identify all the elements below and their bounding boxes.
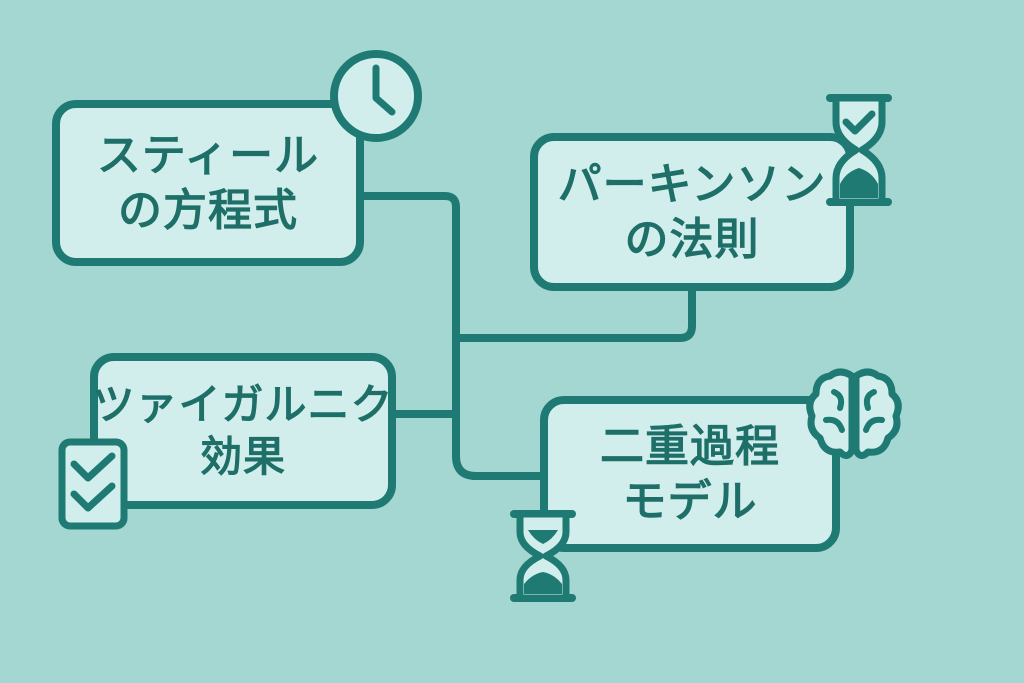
connector-dual bbox=[452, 452, 546, 480]
hourglass-icon bbox=[510, 510, 576, 602]
node-parkinson-law: パーキンソン の法則 bbox=[530, 133, 854, 291]
node-dual-line2: モデル bbox=[622, 476, 758, 527]
connector-steel bbox=[358, 192, 460, 460]
node-zeigarnik-line1: ツァイガルニク bbox=[92, 379, 394, 429]
node-parkinson-line2: の法則 bbox=[624, 214, 760, 265]
node-parkinson-line1: パーキンソン bbox=[557, 159, 827, 210]
node-steel-line2: の方程式 bbox=[118, 185, 298, 236]
node-steel-equation: スティール の方程式 bbox=[52, 100, 364, 266]
connector-parkinson bbox=[452, 286, 696, 342]
node-steel-line1: スティール bbox=[96, 130, 320, 181]
hourglass-check-icon bbox=[826, 94, 892, 206]
node-zeigarnik-effect: ツァイガルニク 効果 bbox=[90, 353, 396, 509]
brain-icon bbox=[806, 368, 902, 459]
clock-icon bbox=[330, 50, 422, 142]
node-dual-line1: 二重過程 bbox=[600, 421, 780, 472]
node-dual-process-model: 二重過程 モデル bbox=[540, 396, 840, 552]
checklist-icon bbox=[58, 438, 128, 530]
node-zeigarnik-line2: 効果 bbox=[199, 432, 286, 481]
